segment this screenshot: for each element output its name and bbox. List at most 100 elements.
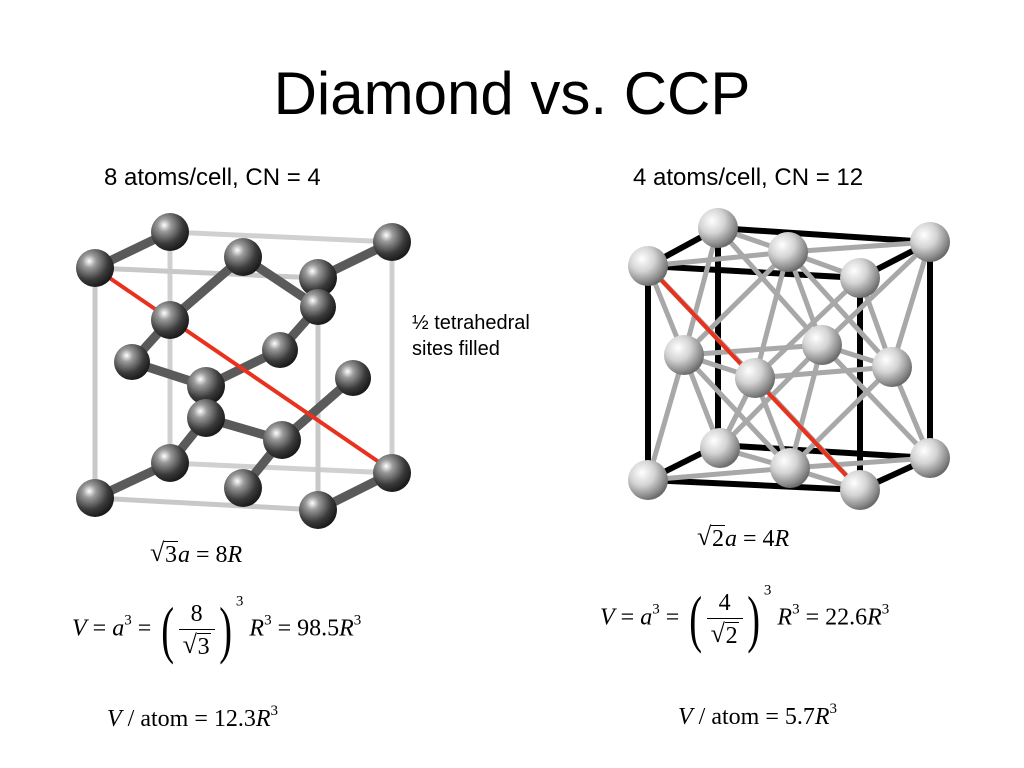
eq-exp: 3 [264, 612, 272, 629]
ccp-equation-2: V = a3 = (4√2)3 R3 = 22.6R3 [600, 583, 890, 654]
eq-coef: 3 [164, 541, 178, 568]
diamond-body-diagonal [93, 266, 397, 475]
atom [76, 249, 114, 287]
fraction-numerator: 8 [190, 600, 203, 627]
eq-exp: 3 [829, 701, 838, 717]
diamond-equation-2: V = a3 = (8√3)3 R3 = 98.5R3 [72, 594, 362, 665]
eq-var: a [178, 542, 190, 568]
eq-lhs: V [107, 706, 122, 732]
tetrahedral-note: ½ tetrahedral sites filled [412, 310, 592, 362]
fraction-numerator: 4 [718, 589, 731, 616]
atom [299, 259, 337, 297]
atom [187, 399, 225, 437]
eq-exp: 3 [763, 582, 772, 599]
eq-exp: 3 [235, 593, 244, 610]
diamond-equation-1: √3a = 8R [150, 538, 243, 570]
eq-mid: / atom = 5.7 [698, 704, 815, 730]
fraction: 8√3 [178, 599, 215, 662]
atom [151, 444, 189, 482]
atom [840, 470, 880, 510]
atom [262, 332, 298, 368]
atom [628, 246, 668, 286]
fraction-denominator: √2 [706, 617, 743, 651]
eq-rhs: = 4 [743, 526, 775, 552]
atom [114, 344, 150, 380]
diamond-equation-3: V / atom = 12.3R3 [107, 704, 278, 734]
eq-exp: 3 [792, 601, 800, 618]
left-paren: ( [689, 583, 703, 654]
eq-var: R [339, 615, 354, 642]
atom [300, 289, 336, 325]
atom [299, 491, 337, 529]
tetrahedral-note-line2: sites filled [412, 338, 500, 360]
page-title: Diamond vs. CCP [273, 60, 751, 127]
atom [151, 213, 189, 251]
eq-var: R [867, 604, 882, 631]
eq-rhs-var: R [227, 542, 243, 568]
eq-coef: 2 [711, 525, 725, 552]
atom [373, 223, 411, 261]
eq-rhs: = 98.5 [277, 615, 340, 642]
eq-sign: = [137, 615, 152, 642]
eq-exp: 3 [652, 601, 660, 618]
atom [700, 428, 740, 468]
eq-sign: = [620, 604, 635, 631]
atom [628, 460, 668, 500]
eq-den: 2 [724, 621, 739, 649]
fraction: 4√2 [706, 588, 743, 651]
eq-lhs: V [600, 604, 615, 631]
ccp-equation-1: √2a = 4R [697, 522, 790, 554]
atom [187, 367, 225, 405]
eq-var: a [640, 604, 653, 631]
atom [76, 479, 114, 517]
atom [872, 347, 912, 387]
atom [770, 448, 810, 488]
eq-exp: 3 [270, 703, 279, 719]
atom [335, 360, 371, 396]
atom [910, 222, 950, 262]
sqrt-symbol: √2 [697, 522, 725, 552]
ccp-subtitle: 4 atoms/cell, CN = 12 [633, 164, 864, 191]
eq-sign: = [665, 604, 680, 631]
tetrahedral-note-line1: ½ tetrahedral [412, 312, 530, 334]
atom [735, 358, 775, 398]
ccp-equation-3: V / atom = 5.7R3 [678, 702, 837, 732]
atom [151, 301, 189, 339]
left-paren: ( [161, 594, 175, 665]
atom [664, 335, 704, 375]
atom [263, 421, 301, 459]
eq-var: R [255, 706, 271, 732]
atom [768, 232, 808, 272]
atom [802, 325, 842, 365]
atom [840, 258, 880, 298]
eq-var: R [249, 615, 265, 642]
eq-rhs-var: R [774, 526, 790, 552]
atom [910, 438, 950, 478]
eq-rhs: = 22.6 [805, 604, 868, 631]
eq-exp: 3 [353, 612, 362, 629]
right-paren: ) [746, 583, 760, 654]
eq-lhs: V [72, 615, 87, 642]
atom [224, 238, 262, 276]
eq-mid: / atom = 12.3 [127, 706, 256, 732]
sqrt-symbol: √3 [150, 538, 178, 568]
eq-lhs: V [678, 704, 693, 730]
atom [373, 454, 411, 492]
eq-exp: 3 [124, 612, 132, 629]
eq-den: 3 [196, 632, 211, 660]
eq-sign: = [92, 615, 107, 642]
eq-var: a [725, 526, 737, 552]
eq-var: R [777, 604, 793, 631]
diamond-atoms [76, 213, 411, 529]
eq-rhs: = 8 [196, 542, 228, 568]
atom [224, 469, 262, 507]
right-paren: ) [218, 594, 232, 665]
eq-var: a [112, 615, 125, 642]
eq-var: R [814, 704, 830, 730]
eq-exp: 3 [881, 601, 890, 618]
diamond-subtitle: 8 atoms/cell, CN = 4 [104, 164, 321, 191]
fraction-denominator: √3 [178, 628, 215, 662]
ccp-atoms [628, 208, 950, 510]
